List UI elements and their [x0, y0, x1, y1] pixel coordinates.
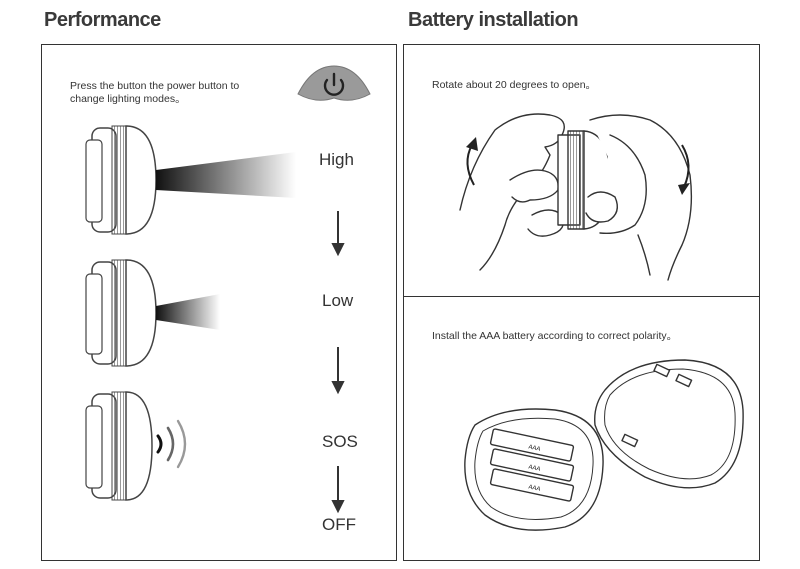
battery-3-label: AAA	[528, 484, 541, 492]
arrow-down-icon	[331, 347, 345, 395]
install-instruction: Install the AAA battery according to cor…	[432, 330, 678, 342]
arrow-down-icon	[331, 466, 345, 514]
battery-installation-heading: Battery installation	[408, 9, 579, 31]
performance-instruction: Press the button the power button to cha…	[70, 80, 240, 105]
performance-heading: Performance	[44, 9, 161, 31]
battery-2-label: AAA	[528, 464, 541, 472]
battery-1-icon	[489, 428, 575, 462]
sos-signal-icon	[156, 419, 187, 469]
performance-illustrations	[85, 125, 345, 514]
beam-high	[156, 152, 296, 198]
hands-rotating-earcup-icon	[459, 113, 693, 281]
rotate-instruction: Rotate about 20 degrees to open。	[432, 79, 597, 91]
mode-off-label: OFF	[322, 515, 356, 534]
earcup-low-icon	[85, 259, 157, 367]
arrow-down-icon	[331, 211, 345, 257]
performance-panel	[41, 44, 397, 561]
mode-high-label: High	[319, 150, 354, 169]
battery-3-icon	[489, 468, 575, 502]
earcup-high-icon	[85, 125, 157, 235]
beam-low	[156, 294, 220, 330]
battery-install-panel	[403, 296, 760, 561]
power-icon	[297, 65, 371, 101]
battery-2-icon	[489, 448, 575, 482]
battery-1-label: AAA	[528, 444, 541, 452]
battery-compartment-icon: AAA AAA AAA	[464, 359, 744, 531]
mode-low-label: Low	[322, 291, 354, 310]
earcup-sos-icon	[85, 391, 153, 501]
mode-sos-label: SOS	[322, 432, 358, 451]
